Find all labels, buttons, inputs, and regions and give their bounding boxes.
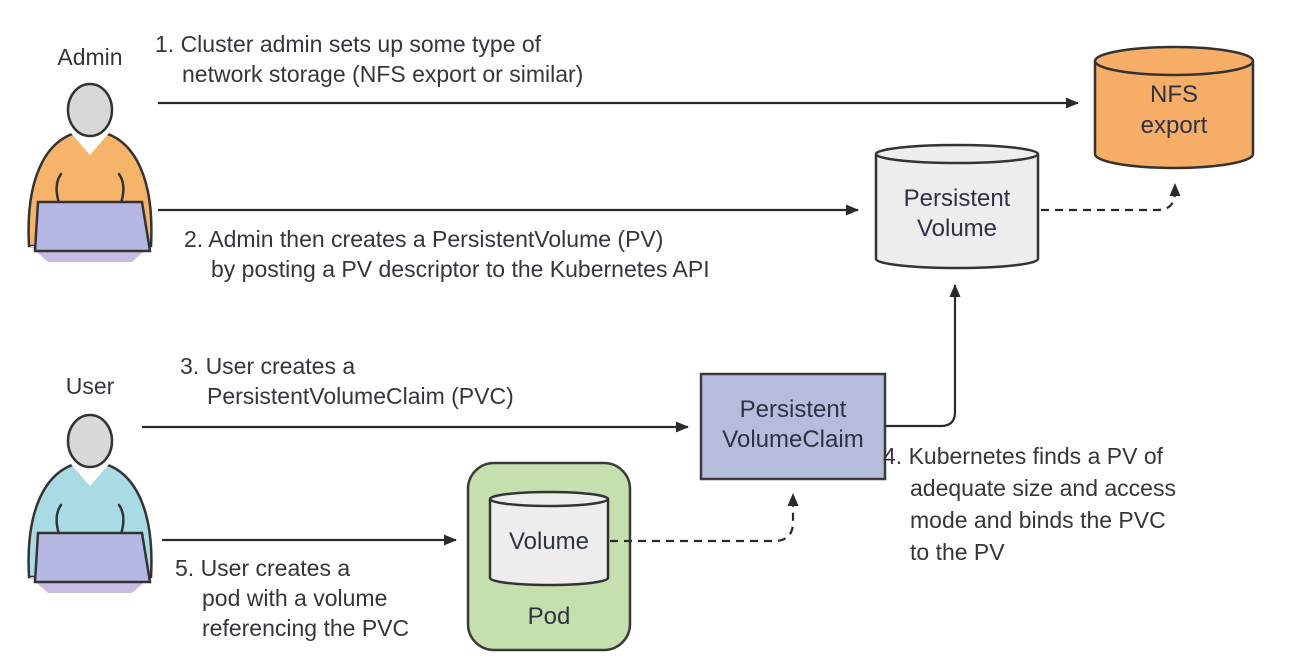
- user-head: [66, 413, 114, 469]
- step-3-text: 3. User creates a PersistentVolumeClaim …: [180, 353, 514, 409]
- admin-laptop: [33, 200, 152, 253]
- user-arm-left: [55, 503, 63, 536]
- admin-arm-right: [117, 172, 125, 205]
- admin-vneck: [70, 129, 110, 155]
- nfs-export-label: NFS export: [1140, 81, 1208, 139]
- step-5-text: 5. User creates a pod with a volume refe…: [175, 555, 410, 641]
- user-laptop: [33, 531, 152, 584]
- user-vneck: [70, 460, 110, 486]
- pod-label: Pod: [527, 603, 571, 630]
- nfs-cylinder: [1093, 45, 1255, 170]
- step-2-text: 2. Admin then creates a PersistentVolume…: [184, 226, 710, 282]
- dashed-arrow-pv-to-nfs: [1041, 183, 1181, 212]
- volume-cylinder: [488, 490, 610, 587]
- step-4-text: 4. Kubernetes finds a PV of adequate siz…: [883, 443, 1176, 565]
- pv-cylinder: [874, 143, 1040, 270]
- volume-label: Volume: [508, 528, 590, 555]
- admin-label: Admin: [57, 44, 123, 70]
- admin-head: [66, 82, 114, 138]
- persistent-volume-claim-label: Persistent VolumeClaim: [722, 396, 864, 453]
- arrow-pvc-to-pv-bind: [885, 284, 961, 428]
- admin-arm-left: [55, 172, 63, 205]
- user-label: User: [65, 373, 115, 399]
- step-1-text: 1. Cluster admin sets up some type of ne…: [155, 31, 584, 87]
- persistent-volume-label: Persistent Volume: [903, 185, 1011, 242]
- pvc-box: [699, 372, 887, 481]
- dashed-arrow-volume-to-pvc: [610, 493, 799, 543]
- user-arm-right: [117, 503, 125, 536]
- admin-figure: [27, 82, 153, 262]
- user-figure: [27, 413, 153, 593]
